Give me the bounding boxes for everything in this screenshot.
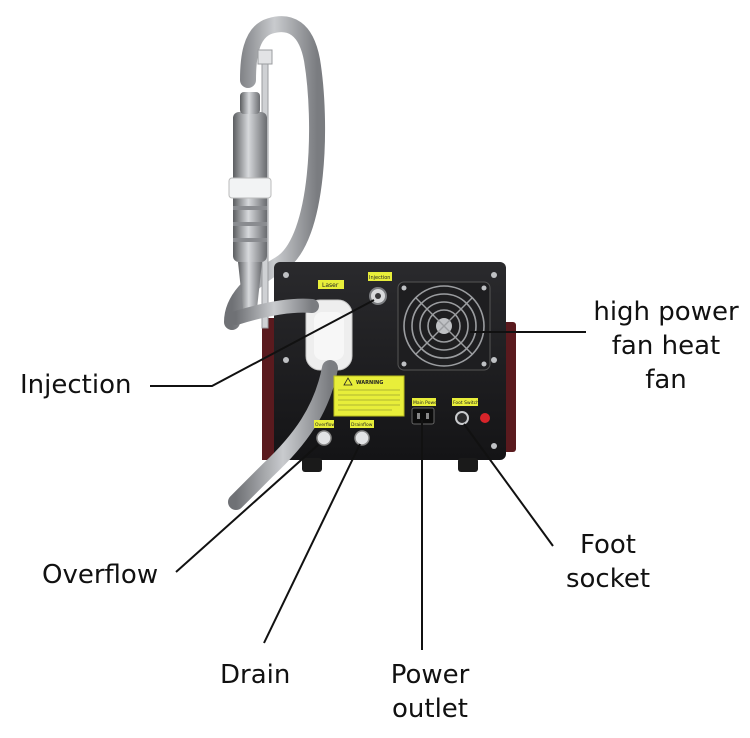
panel-label-drain-text: Drainflow (351, 422, 373, 428)
handpiece-grip-2 (233, 222, 267, 226)
power-outlet-pin (417, 413, 420, 419)
label-power-outlet-line2: outlet (392, 694, 468, 724)
leader-foot-socket (463, 423, 554, 547)
fan-spoke (415, 297, 473, 355)
panel-label-power-text: Main Power (413, 400, 439, 406)
panel-label-injection (368, 272, 392, 281)
screw (491, 443, 497, 449)
fan-screw (401, 361, 407, 367)
handpiece-tip (238, 262, 262, 318)
label-drain: Drain (220, 660, 291, 690)
holder-clip (257, 49, 273, 65)
fan-ring-4 (427, 309, 461, 343)
label-fan-line2: fan heat (611, 331, 721, 361)
label-overflow: Overflow (42, 560, 159, 590)
handpiece-top (240, 92, 260, 114)
handpiece-grip-3 (233, 238, 267, 242)
label-fan-line1: high power (593, 297, 739, 327)
cabinet-foot-right (458, 458, 478, 472)
hose-upper (224, 16, 326, 330)
handpiece-grip-1 (233, 206, 267, 210)
label-fan-line3: fan (645, 365, 687, 395)
foot-socket (455, 411, 469, 425)
fan-screw (481, 361, 487, 367)
screw (283, 357, 289, 363)
screw (283, 272, 289, 278)
fan-ring-3 (419, 301, 469, 351)
power-outlet-pin (426, 413, 429, 419)
panel-label-foot-text: Foot Switch (453, 400, 479, 406)
handpiece-ring (228, 177, 272, 199)
hose-to-handpiece (229, 298, 319, 325)
drain-port (354, 430, 370, 446)
panel-label-drain (350, 420, 374, 428)
label-foot-socket-line1: Foot (579, 530, 637, 560)
warning-sticker-title: WARNING (356, 380, 383, 386)
overflow-port (316, 430, 332, 446)
leader-injection (150, 299, 375, 387)
red-button (480, 413, 490, 423)
label-fan: high power fan heat fan (583, 295, 749, 397)
label-foot-socket-line2: socket (565, 564, 651, 594)
leader-drain (263, 443, 361, 644)
fan-screw (401, 285, 407, 291)
label-power-outlet: Power outlet (375, 658, 485, 726)
panel-label-laser-text: Laser (322, 282, 339, 289)
fan-ring-2 (411, 293, 477, 359)
panel-label-power (412, 398, 436, 406)
cabinet-foot-left (302, 458, 322, 472)
screw (491, 272, 497, 278)
panel-label-overflow-text: Overflow (315, 422, 335, 428)
leader-overflow (175, 444, 319, 573)
panel-label-foot (452, 398, 478, 406)
fan-screw (481, 285, 487, 291)
panel-label-injection-text: Injection (369, 275, 390, 281)
injection-port-center (375, 293, 381, 299)
label-foot-socket: Foot socket (552, 528, 664, 596)
label-injection: Injection (20, 370, 132, 400)
warning-triangle-icon (343, 377, 353, 386)
screw (491, 357, 497, 363)
fan-ring-1 (403, 285, 485, 367)
panel-label-laser (318, 280, 344, 289)
hose-lower (228, 360, 338, 510)
panel-label-overflow (314, 420, 334, 428)
label-power-outlet-line1: Power (390, 660, 470, 690)
cable-connector-inner (314, 312, 344, 360)
